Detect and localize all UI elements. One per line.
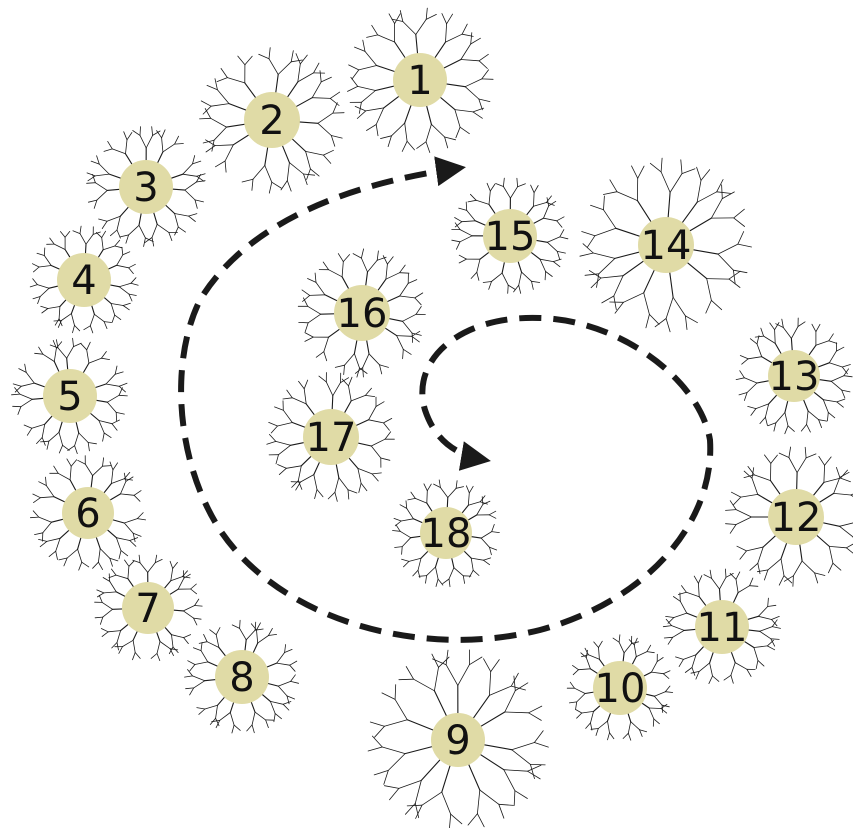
tree-number: 10 xyxy=(595,666,646,712)
tree-number: 14 xyxy=(641,223,692,269)
tree-number: 16 xyxy=(337,291,388,337)
tree-13: 13 xyxy=(736,318,852,434)
spiral-path xyxy=(181,168,710,640)
tree-3: 3 xyxy=(87,127,206,247)
tree-number: 13 xyxy=(769,354,820,400)
tree-10: 10 xyxy=(567,635,673,740)
tree-number: 8 xyxy=(229,655,254,701)
tree-2: 2 xyxy=(200,48,345,194)
tree-5: 5 xyxy=(12,338,128,453)
tree-7: 7 xyxy=(95,555,203,661)
tree-number: 15 xyxy=(485,214,536,260)
tree-15: 15 xyxy=(452,178,568,293)
tree-number: 3 xyxy=(133,165,158,211)
tree-11: 11 xyxy=(663,569,780,684)
tree-number: 11 xyxy=(697,605,748,651)
tree-12: 12 xyxy=(726,447,853,586)
tree-1: 1 xyxy=(348,8,494,152)
tree-number: 1 xyxy=(407,58,432,104)
tree-number: 18 xyxy=(421,511,472,557)
tree-6: 6 xyxy=(30,456,145,570)
tree-number: 5 xyxy=(57,374,82,420)
tree-8: 8 xyxy=(185,620,299,733)
tree-number: 12 xyxy=(771,495,822,541)
tree-number: 7 xyxy=(135,586,160,632)
tree-4: 4 xyxy=(30,226,138,333)
tree-number: 9 xyxy=(445,718,470,764)
tree-9: 9 xyxy=(368,650,548,828)
tree-17: 17 xyxy=(267,373,395,502)
tree-number: 17 xyxy=(306,415,357,461)
tree-number: 4 xyxy=(71,258,96,304)
tree-number: 6 xyxy=(75,491,100,537)
spiral-path-layer xyxy=(181,168,710,640)
tree-14: 14 xyxy=(580,158,752,332)
tree-16: 16 xyxy=(298,249,425,377)
tree-18: 18 xyxy=(393,480,500,587)
tree-number: 2 xyxy=(259,98,284,144)
